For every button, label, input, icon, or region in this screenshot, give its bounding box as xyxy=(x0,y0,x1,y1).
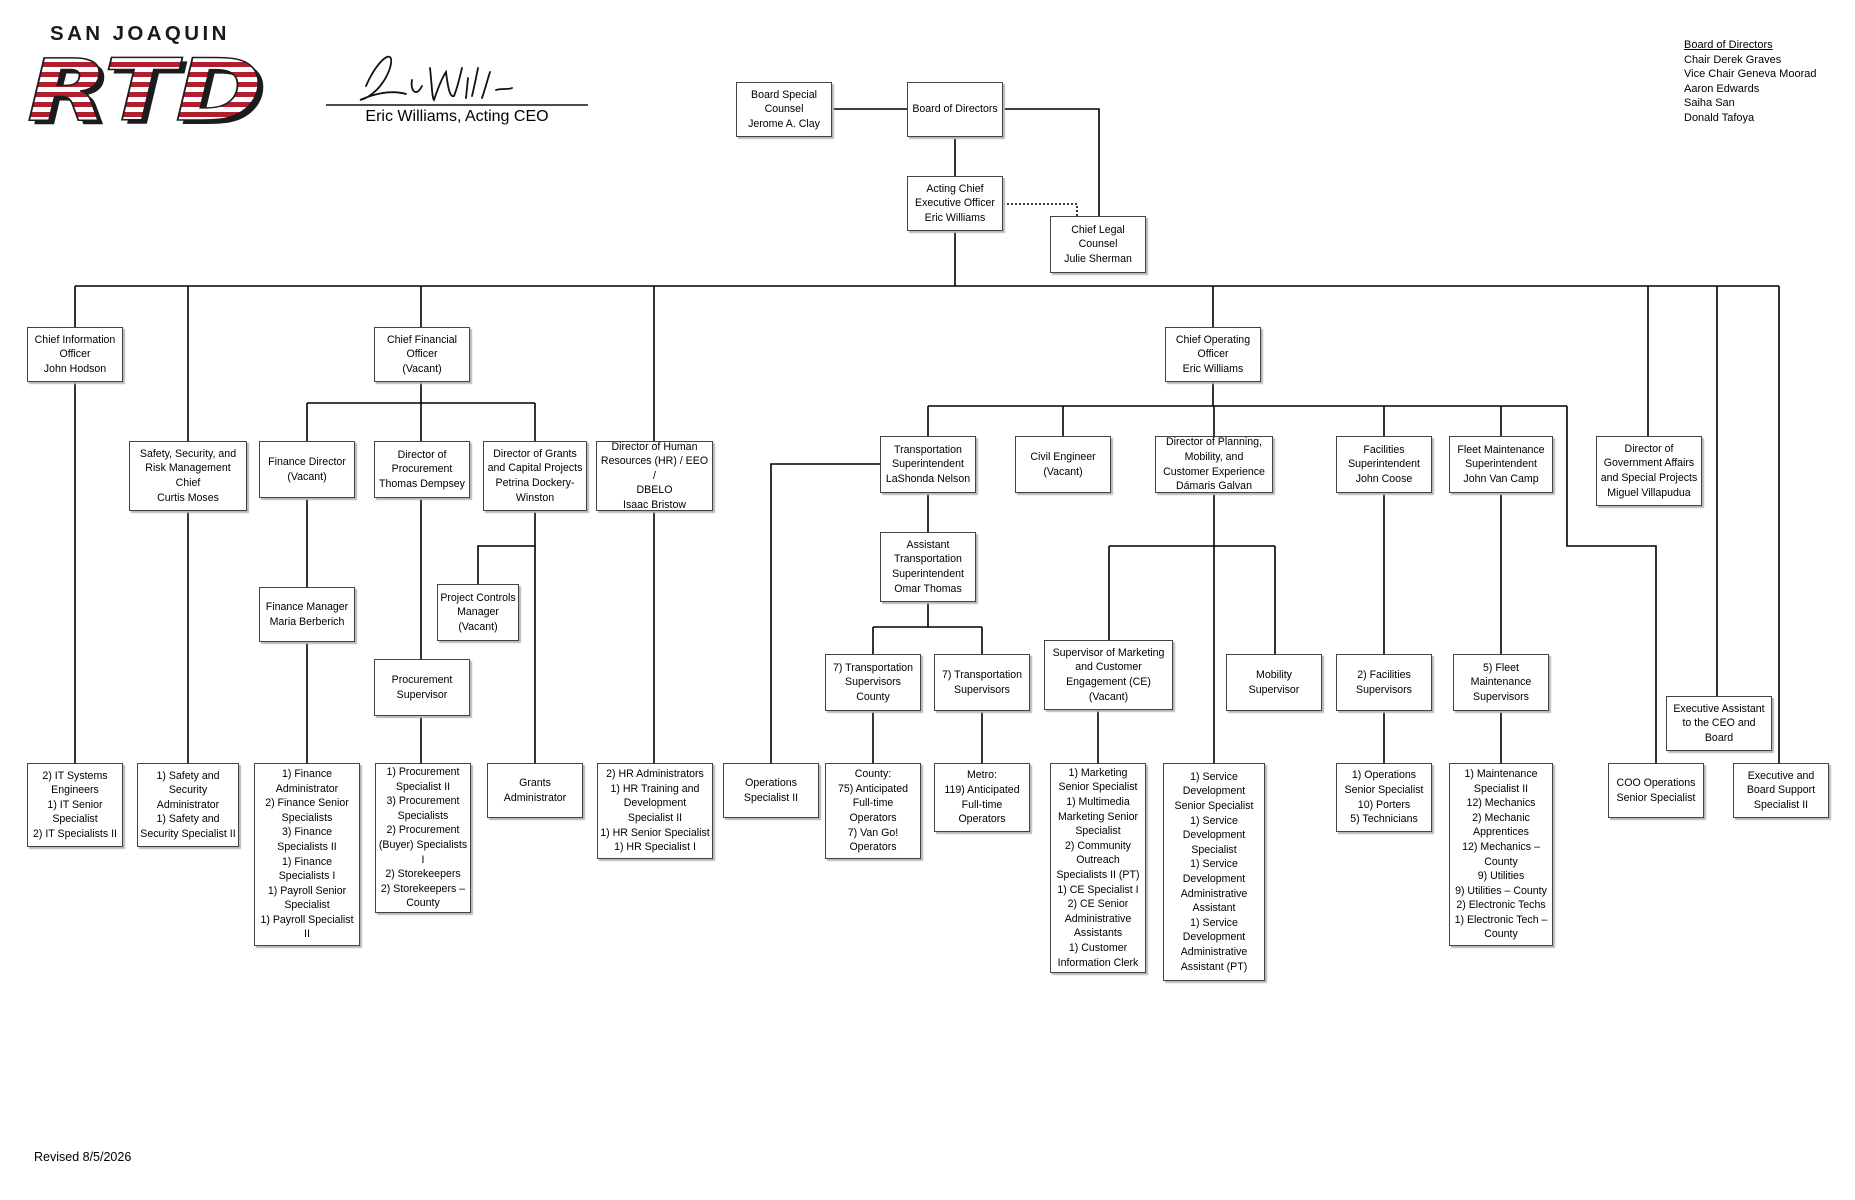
procurement-supervisor-box: Procurement Supervisor xyxy=(374,659,470,716)
director-gov-affairs-box: Director of Government Affairs and Speci… xyxy=(1596,436,1702,506)
director-grants-box: Director of Grants and Capital Projects … xyxy=(483,441,587,511)
connector xyxy=(1566,406,1657,763)
board-member: Vice Chair Geneva Moorad xyxy=(1684,68,1817,81)
board-of-directors-box: Board of Directors xyxy=(907,82,1003,137)
signature-graphic xyxy=(326,55,588,106)
assistant-transportation-superintendent-box: Assistant Transportation Superintendent … xyxy=(880,532,976,602)
procurement-staff-box: 1) Procurement Specialist II 3) Procurem… xyxy=(375,763,471,913)
finance-director-box: Finance Director (Vacant) xyxy=(259,441,355,498)
transportation-supervisors-metro-box: 7) Transportation Supervisors xyxy=(934,654,1030,711)
board-special-counsel-box: Board Special Counsel Jerome A. Clay xyxy=(736,82,832,137)
safety-chief-box: Safety, Security, and Risk Management Ch… xyxy=(129,441,247,511)
fleet-maintenance-superintendent-box: Fleet Maintenance Superintendent John Va… xyxy=(1449,436,1553,493)
board-member: Chair Derek Graves xyxy=(1684,53,1782,66)
metro-operators-box: Metro: 119) Anticipated Full-time Operat… xyxy=(934,763,1030,832)
connector xyxy=(1097,709,1109,763)
cfo-box: Chief Financial Officer (Vacant) xyxy=(374,327,470,382)
supervisor-marketing-box: Supervisor of Marketing and Customer Eng… xyxy=(1044,640,1173,710)
coo-operations-specialist-box: COO Operations Senior Specialist xyxy=(1608,763,1704,818)
board-member: Donald Tafoya xyxy=(1684,111,1755,124)
facilities-staff-box: 1) Operations Senior Specialist 10) Port… xyxy=(1336,763,1432,832)
director-procurement-box: Director of Procurement Thomas Dempsey xyxy=(374,441,470,498)
service-development-staff-box: 1) Service Development Senior Specialist… xyxy=(1163,763,1265,981)
coo-box: Chief Operating Officer Eric Williams xyxy=(1165,327,1261,382)
ceo-caption: Eric Williams, Acting CEO xyxy=(365,108,549,125)
finance-staff-box: 1) Finance Administrator 2) Finance Seni… xyxy=(254,763,360,946)
chief-legal-counsel-box: Chief Legal Counsel Julie Sherman xyxy=(1050,216,1146,273)
safety-staff-box: 1) Safety and Security Administrator 1) … xyxy=(137,763,239,847)
county-operators-box: County: 75) Anticipated Full-time Operat… xyxy=(825,763,921,859)
operations-specialist-box: Operations Specialist II xyxy=(723,763,819,818)
logo-main-text: RTD xyxy=(27,41,263,132)
transportation-superintendent-box: Transportation Superintendent LaShonda N… xyxy=(880,436,976,493)
board-list-title: Board of Directors xyxy=(1684,39,1773,51)
facilities-supervisors-box: 2) Facilities Supervisors xyxy=(1336,654,1432,711)
maintenance-staff-box: 1) Maintenance Specialist II 12) Mechani… xyxy=(1449,763,1553,946)
rtd-logo: SAN JOAQUIN RTD RTD xyxy=(26,22,276,132)
cio-box: Chief Information Officer John Hodson xyxy=(27,327,123,382)
revised-date: Revised 8/5/2026 xyxy=(34,1150,132,1164)
project-controls-manager-box: Project Controls Manager (Vacant) xyxy=(437,584,519,641)
connector xyxy=(1003,108,1100,216)
mobility-supervisor-box: Mobility Supervisor xyxy=(1226,654,1322,711)
hr-staff-box: 2) HR Administrators 1) HR Training and … xyxy=(597,763,713,859)
executive-assistant-box: Executive Assistant to the CEO and Board xyxy=(1666,696,1772,751)
it-staff-box: 2) IT Systems Engineers 1) IT Senior Spe… xyxy=(27,763,123,847)
fleet-maintenance-supervisors-box: 5) Fleet Maintenance Supervisors xyxy=(1453,654,1549,711)
board-members-list: Board of Directors Chair Derek Graves Vi… xyxy=(1684,38,1816,126)
logo-main-shadow: RTD xyxy=(32,45,268,132)
executive-board-support-box: Executive and Board Support Specialist I… xyxy=(1733,763,1829,818)
logo-top-text: SAN JOAQUIN xyxy=(50,22,230,45)
connector xyxy=(770,463,880,763)
logo-graphic: RTD RTD xyxy=(26,40,268,132)
acting-ceo-box: Acting Chief Executive Officer Eric Will… xyxy=(907,176,1003,231)
board-member: Saiha San xyxy=(1684,97,1735,110)
grants-administrator-box: Grants Administrator xyxy=(487,763,583,818)
finance-manager-box: Finance Manager Maria Berberich xyxy=(259,587,355,642)
connector xyxy=(477,545,535,584)
transportation-supervisors-county-box: 7) Transportation Supervisors County xyxy=(825,654,921,711)
director-hr-box: Director of Human Resources (HR) / EEO /… xyxy=(596,441,713,511)
board-member: Aaron Edwards xyxy=(1684,82,1760,95)
dotted-connector xyxy=(1003,203,1078,216)
director-planning-box: Director of Planning, Mobility, and Cust… xyxy=(1155,436,1273,493)
marketing-staff-box: 1) Marketing Senior Specialist 1) Multim… xyxy=(1050,763,1146,973)
facilities-superintendent-box: Facilities Superintendent John Coose xyxy=(1336,436,1432,493)
civil-engineer-box: Civil Engineer (Vacant) xyxy=(1015,436,1111,493)
